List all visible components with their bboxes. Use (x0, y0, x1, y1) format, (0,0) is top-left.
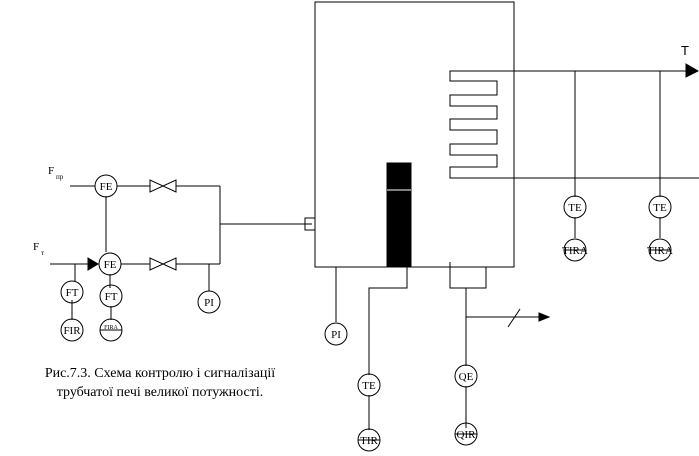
ft-fuel-bubble (99, 284, 123, 308)
te-out2-bubble (648, 195, 672, 219)
te-out1-tag: TE (568, 202, 582, 214)
qir-tag: QIR (457, 429, 477, 441)
air-input-subscript: пр (56, 173, 64, 181)
burner-column (386, 162, 412, 268)
te-furnace-line (368, 267, 408, 375)
flue-gas-tick (507, 308, 521, 328)
fe-fuel-tag: FE (104, 259, 117, 271)
tir-tag: TIR (360, 435, 378, 447)
output-label: T (681, 43, 689, 58)
fuel-inlet-arrow (87, 257, 99, 271)
ft-air-bubble (60, 280, 84, 304)
fuel-valve (149, 257, 177, 271)
outlet-arrow (685, 63, 699, 78)
te-out2-tag: TE (653, 202, 667, 214)
caption-line-2: трубчатої печі великої потужності. (57, 385, 264, 400)
fir-tag: FIR (63, 325, 81, 337)
qe-bubble (454, 364, 478, 388)
furnace-body (314, 1, 515, 268)
fe-fuel-bubble (98, 252, 122, 276)
flue-gas-arrow (538, 312, 551, 322)
caption-line-1: Рис.7.3. Схема контролю і сигналізації (45, 366, 275, 381)
ft-fuel-tag: FT (105, 291, 118, 303)
fe-air-bubble (94, 174, 118, 198)
fir-bubble (60, 318, 84, 342)
tira1-tag: TIRA (562, 245, 588, 257)
te-furnace-tag: TE (362, 380, 376, 392)
air-valve (149, 179, 177, 193)
fira-tag: FIRA (104, 325, 118, 331)
pi-fuel-tag: PI (204, 297, 214, 309)
qe-tag: QE (459, 371, 474, 383)
ft-air-tag: FT (66, 287, 79, 299)
te-out1-bubble (563, 195, 587, 219)
fuel-input-label: F (33, 241, 39, 253)
heating-coil (449, 70, 699, 179)
fe-air-tag: FE (100, 181, 113, 193)
flue-outlet (449, 262, 514, 289)
pi-furnace-tag: PI (331, 329, 341, 341)
pi-furnace-bubble (324, 322, 348, 346)
te-furnace-bubble (357, 373, 381, 397)
tira2-tag: TIRA (647, 245, 673, 257)
air-input-label: F (48, 165, 54, 177)
pi-fuel-bubble (197, 290, 221, 314)
fuel-input-subscript: т (41, 249, 44, 257)
